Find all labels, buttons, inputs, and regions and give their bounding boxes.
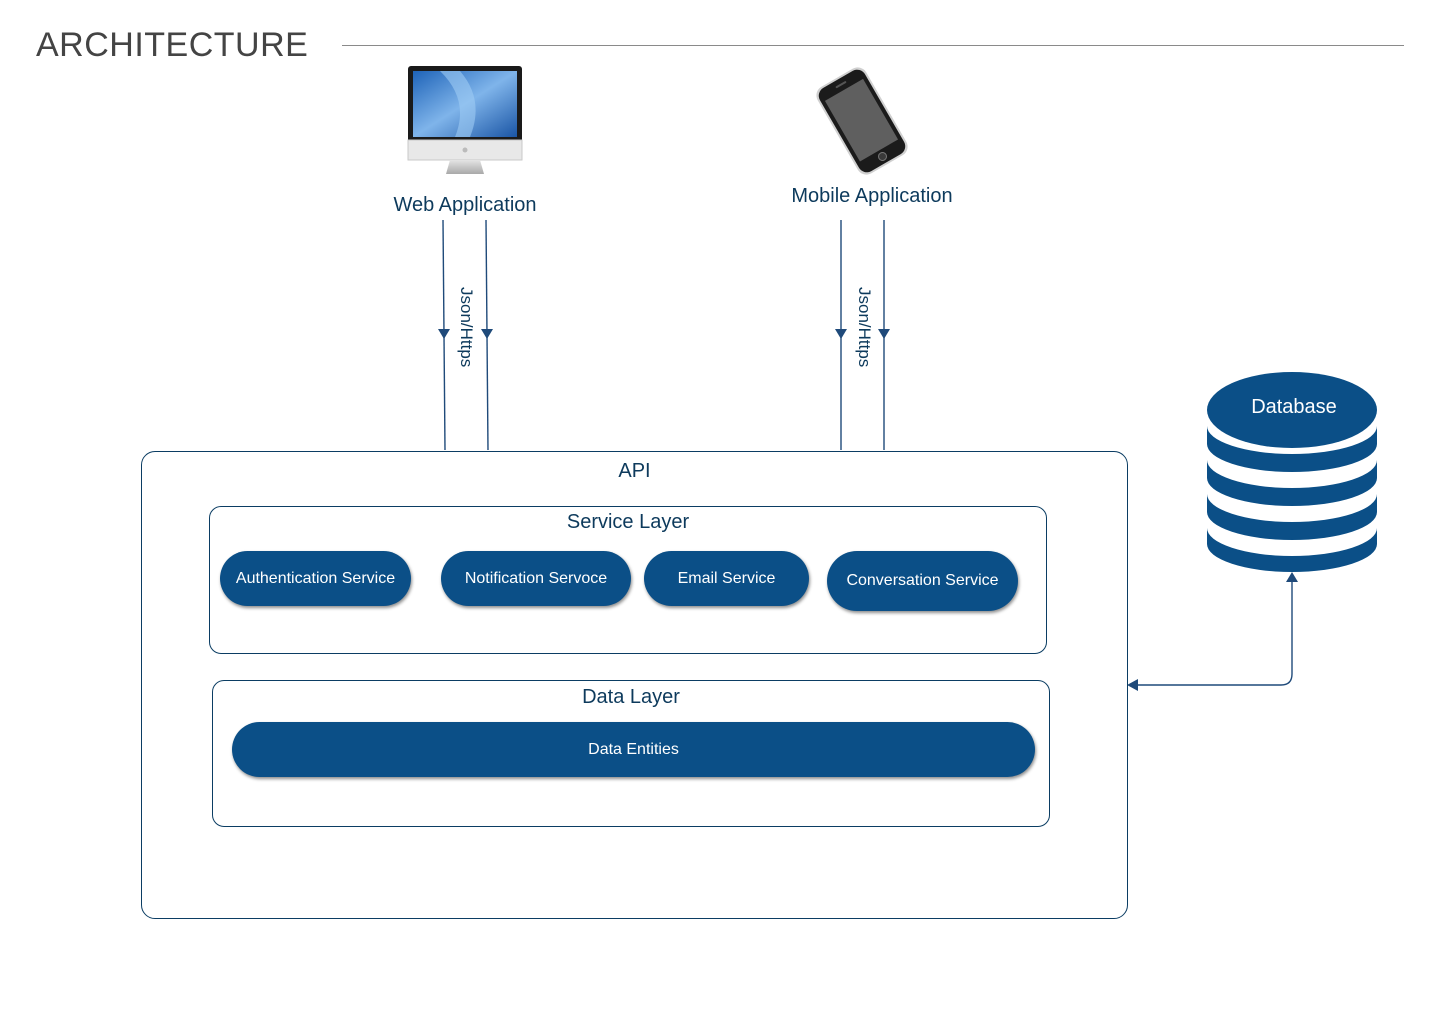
mobile-application-label: Mobile Application — [791, 185, 953, 207]
email-service: Email Service — [644, 551, 809, 606]
database-label: Database — [1251, 396, 1337, 418]
api-container: API — [141, 451, 1128, 919]
database-connector — [1136, 580, 1293, 686]
data-layer-container: Data Layer — [212, 680, 1050, 827]
arrowhead — [481, 329, 493, 339]
service-layer-container: Service Layer — [209, 506, 1047, 654]
service-layer-title: Service Layer — [566, 511, 690, 533]
arrowhead — [438, 329, 450, 339]
page-title: ARCHITECTURE — [36, 26, 309, 64]
data-layer-title: Data Layer — [582, 686, 680, 708]
arrowhead — [1286, 572, 1298, 582]
title-divider — [342, 45, 1404, 46]
arrowhead — [835, 329, 847, 339]
conversation-service: Conversation Service — [827, 551, 1018, 611]
api-title: API — [618, 460, 651, 482]
authentication-service: Authentication Service — [220, 551, 411, 606]
data-entities: Data Entities — [232, 722, 1035, 777]
arrowhead — [878, 329, 890, 339]
web-application-label: Web Application — [393, 194, 537, 216]
notification-service: Notification Servoce — [441, 551, 631, 606]
arrowhead — [1127, 679, 1138, 691]
